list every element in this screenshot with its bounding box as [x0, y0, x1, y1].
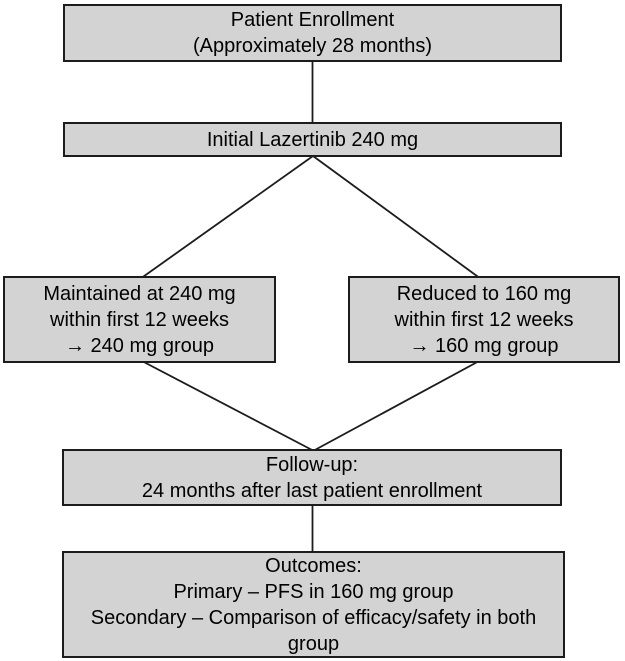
node-text-line: group [287, 632, 340, 655]
node-text-line: Follow-up: [265, 453, 359, 476]
node-outcomes: Outcomes: Primary – PFS in 160 mg group … [62, 551, 565, 658]
node-text-line: Patient Enrollment [230, 9, 395, 31]
node-text-line: Initial Lazertinib 240 mg [206, 128, 419, 151]
node-maintained-240mg-group: Maintained at 240 mg within first 12 wee… [3, 276, 276, 363]
connector-reduced-to-followup [312, 359, 482, 452]
node-initial-lazertinib-dose: Initial Lazertinib 240 mg [63, 122, 562, 157]
node-patient-enrollment: Patient Enrollment (Approximately 28 mon… [63, 4, 562, 62]
node-text-line: → 240 mg group [65, 334, 214, 357]
connector-maintained-to-followup [139, 359, 315, 452]
node-text-line: Reduced to 160 mg [396, 282, 572, 305]
node-text-line: Outcomes: [265, 554, 362, 577]
node-reduced-160mg-group: Reduced to 160 mg within first 12 weeks … [348, 276, 620, 363]
node-text-line: within first 12 weeks [394, 308, 574, 331]
node-text-line: within first 12 weeks [50, 308, 229, 331]
node-text-line: 24 months after last patient enrollment [141, 479, 483, 502]
node-text-line: Maintained at 240 mg [43, 282, 236, 305]
connector-initial-to-reduced [312, 155, 482, 280]
node-text-line: Primary – PFS in 160 mg group [173, 580, 454, 603]
connector-initial-to-maintained [139, 155, 314, 280]
node-text-line: (Approximately 28 months) [193, 35, 432, 57]
node-text-line: → 160 mg group [409, 334, 559, 357]
node-text-line: Secondary – Comparison of efficacy/safet… [90, 606, 537, 629]
node-follow-up: Follow-up: 24 months after last patient … [62, 449, 562, 506]
